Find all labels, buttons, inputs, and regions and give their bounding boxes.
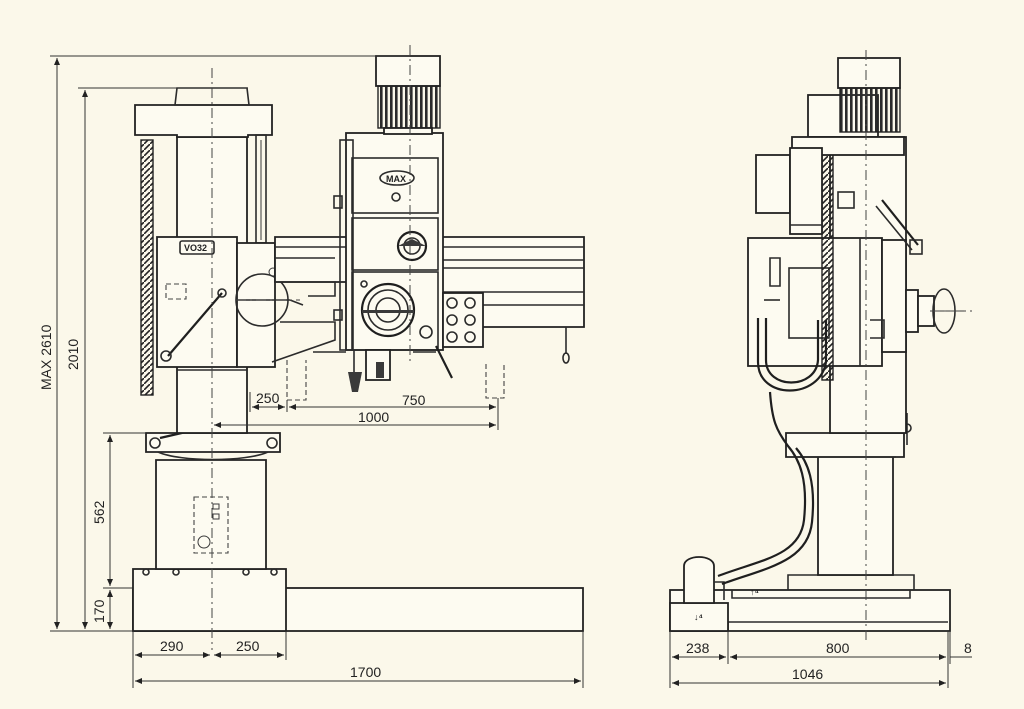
front-dimensions: MAX 2610 2010 562 170 250 750 1000 290 2… bbox=[38, 55, 584, 688]
side-arm-body bbox=[747, 237, 883, 367]
dim-base-height: 562 bbox=[91, 500, 107, 524]
model-label: VO32 bbox=[184, 243, 207, 253]
saddle-lever bbox=[167, 292, 223, 357]
column-top-cap bbox=[134, 104, 273, 138]
coolant-hose bbox=[717, 391, 807, 578]
side-column bbox=[817, 451, 894, 576]
front-view: VO32 bbox=[132, 45, 585, 650]
arm-elevation-housing bbox=[236, 242, 276, 368]
dim-max-height: MAX 2610 bbox=[38, 324, 54, 390]
svg-text:↓⁴: ↓⁴ bbox=[694, 612, 703, 622]
side-dim-right: 8 bbox=[964, 640, 972, 656]
dim-base-left: 290 bbox=[160, 638, 184, 654]
side-dim-overall: 1046 bbox=[792, 666, 823, 682]
spindle bbox=[313, 345, 453, 392]
side-dim-left: 238 bbox=[686, 640, 710, 656]
side-dimensions: 238 800 8 1046 bbox=[669, 631, 972, 688]
brand-mark: MAX bbox=[386, 174, 406, 184]
brand-badge bbox=[379, 170, 415, 186]
elevating-screw bbox=[140, 139, 154, 396]
side-motor bbox=[837, 57, 901, 133]
motor bbox=[375, 55, 441, 135]
arm-saddle bbox=[156, 236, 238, 368]
column-base bbox=[155, 459, 267, 570]
side-elevating-screw bbox=[821, 139, 834, 381]
dim-base-mid: 250 bbox=[236, 638, 260, 654]
dim-arm-offset: 250 bbox=[256, 390, 280, 406]
side-dim-middle: 800 bbox=[826, 640, 850, 656]
dim-arm-travel: 750 bbox=[402, 392, 426, 408]
svg-text:↑⁴: ↑⁴ bbox=[750, 587, 759, 597]
dim-base-plate: 170 bbox=[91, 599, 107, 623]
base-plinth bbox=[132, 568, 287, 632]
coolant-pump bbox=[683, 556, 715, 604]
dim-arm-reach: 1000 bbox=[358, 409, 389, 425]
drill-head: MAX bbox=[333, 132, 444, 351]
dim-base-length: 1700 bbox=[350, 664, 381, 680]
cable-loop bbox=[756, 318, 828, 392]
side-view: ↓⁴ ↑⁴ bbox=[669, 50, 972, 640]
control-panel bbox=[442, 292, 484, 348]
dim-height: 2010 bbox=[65, 339, 81, 370]
